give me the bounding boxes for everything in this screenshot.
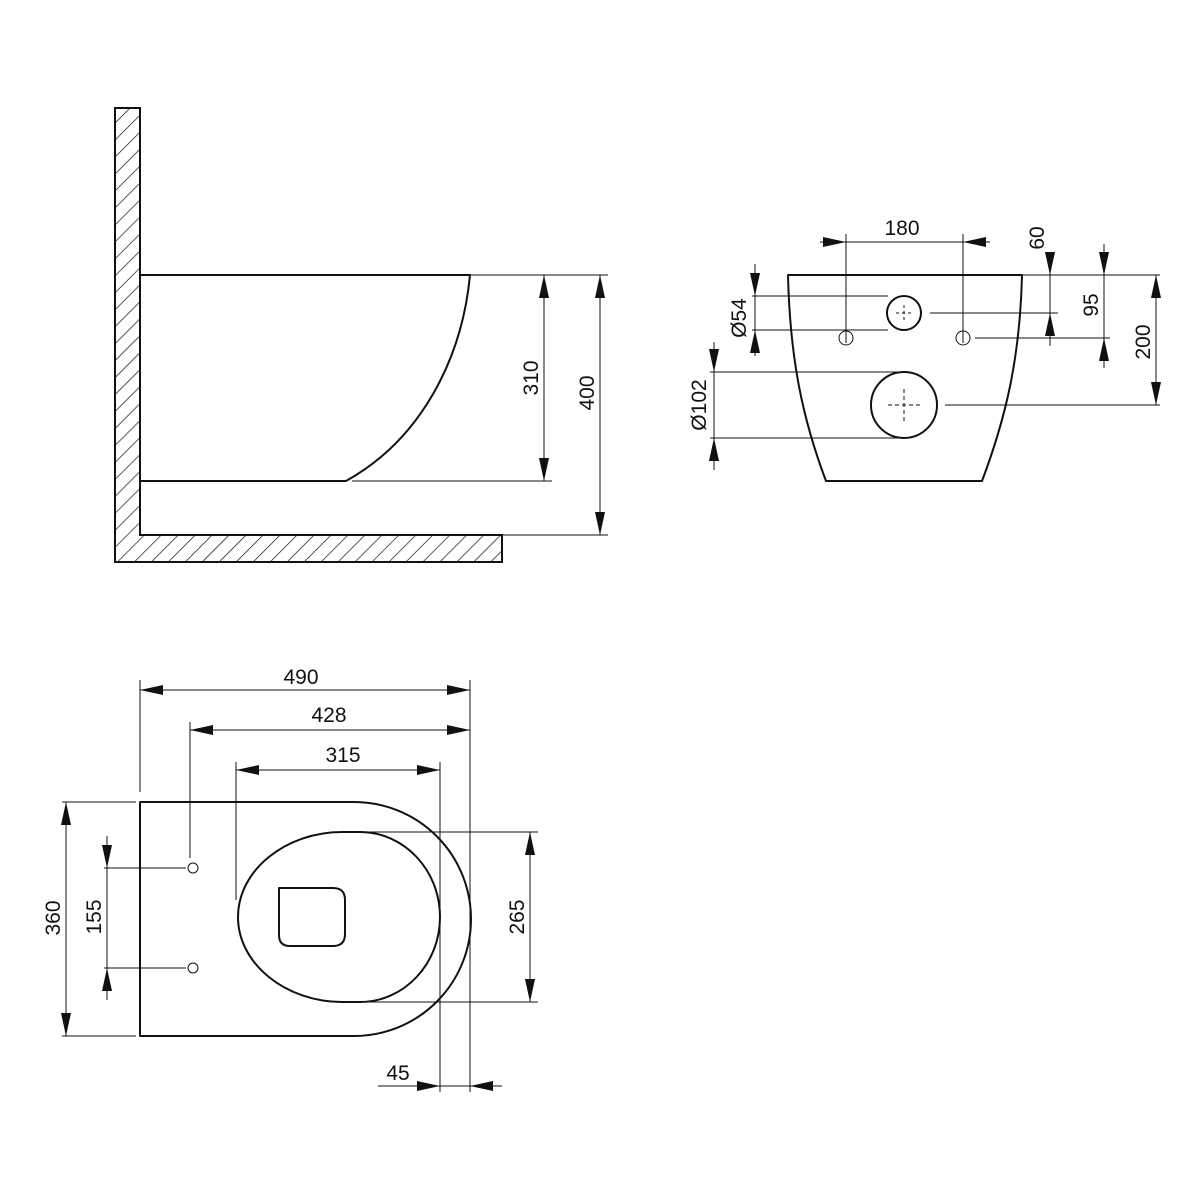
outlet-offset-dimension: 200 — [1132, 275, 1161, 405]
wall-section — [114, 107, 503, 563]
bolt-spacing-label: 180 — [884, 217, 919, 240]
bolt-to-front-label: 428 — [311, 704, 346, 727]
bowl-height-label: 310 — [520, 360, 543, 395]
opening-length-label: 315 — [325, 744, 360, 767]
seat-bolt-spacing-label: 155 — [83, 899, 106, 934]
upper-offset-dimension: 60 — [1026, 226, 1055, 346]
outlet-diameter-dimension: Ø102 — [688, 342, 904, 470]
width-label: 360 — [42, 900, 65, 935]
bolt-spacing-dimension: 180 — [820, 217, 990, 338]
seat-bolt-hole-bottom — [187, 962, 199, 974]
front-offset-label: 45 — [386, 1062, 409, 1085]
opening-width-dimension: 265 — [506, 832, 535, 1002]
outlet-diameter-label: Ø102 — [688, 379, 711, 430]
total-length-label: 490 — [283, 666, 318, 689]
upper-offset-label: 60 — [1026, 226, 1049, 249]
inlet-diameter-label: Ø54 — [728, 298, 751, 338]
top-outline — [139, 801, 472, 1037]
seat-opening — [237, 831, 441, 1003]
flush-opening — [278, 887, 346, 947]
total-height-dimension: 400 — [576, 275, 605, 535]
bowl-profile — [140, 274, 471, 482]
total-length-dimension: 490 — [140, 666, 470, 695]
seat-bolt-hole-top — [187, 862, 199, 874]
bolt-to-front-dimension: 428 — [190, 704, 470, 735]
bolt-offset-label: 95 — [1080, 293, 1103, 316]
total-height-label: 400 — [576, 375, 599, 410]
rear-view: 180 60 95 200 — [688, 217, 1161, 482]
outlet-offset-label: 200 — [1132, 324, 1155, 359]
seat-bolt-spacing-dimension: 155 — [83, 836, 112, 1000]
front-offset-dimension: 45 — [378, 1062, 502, 1091]
opening-length-dimension: 315 — [236, 744, 440, 775]
inlet-hole — [886, 295, 922, 331]
opening-width-label: 265 — [506, 899, 529, 934]
top-view: 490 428 315 360 — [42, 666, 538, 1092]
side-view: 310 400 — [114, 107, 608, 563]
rear-body-outline — [787, 274, 1023, 482]
inlet-diameter-dimension: Ø54 — [728, 264, 888, 356]
bowl-height-dimension: 310 — [520, 275, 549, 481]
bolt-offset-dimension: 95 — [1080, 244, 1109, 368]
width-dimension: 360 — [42, 802, 71, 1036]
